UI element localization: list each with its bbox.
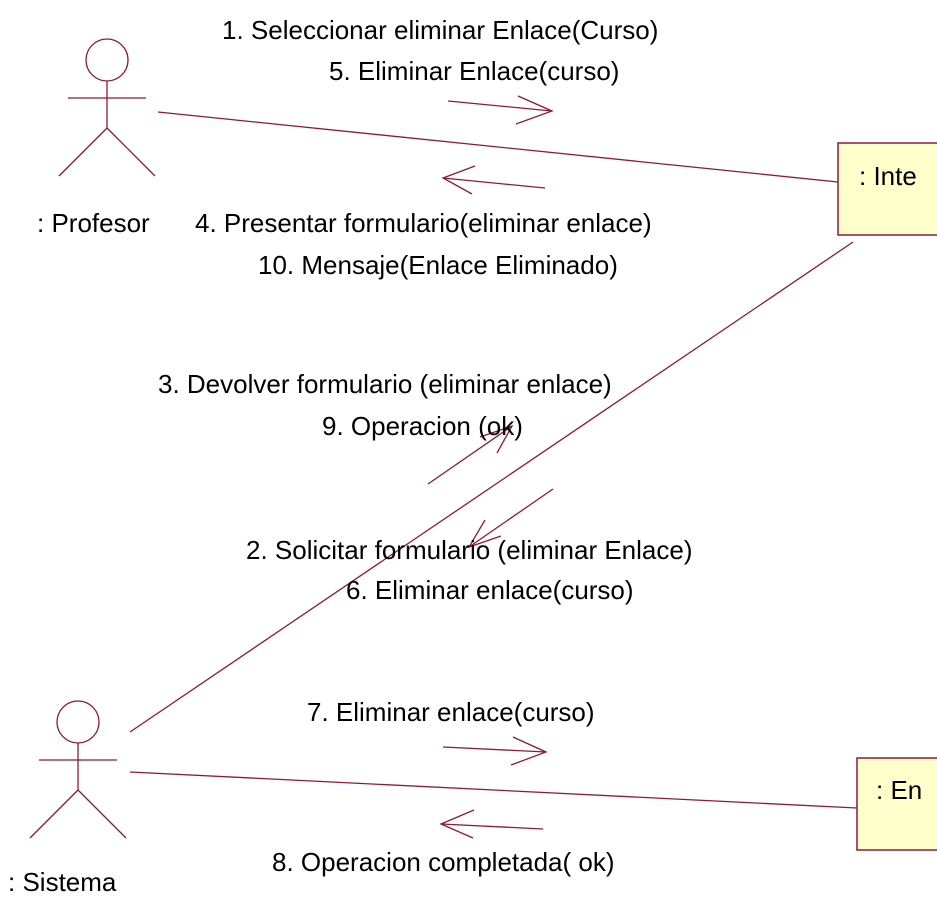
object-enlace-label: : En <box>876 775 922 805</box>
message-2-label: 2. Solicitar formulario (eliminar Enlace… <box>246 535 692 565</box>
actor-profesor[interactable]: : Profesor <box>37 38 156 238</box>
arrow-interfaz-to-sistema <box>467 488 554 549</box>
message-7-label: 7. Eliminar enlace(curso) <box>307 697 595 727</box>
message-8-label: 8. Operacion completada( ok) <box>272 847 615 877</box>
arrow-interfaz-to-profesor <box>441 165 546 195</box>
actor-icon <box>58 38 156 177</box>
message-10-label: 10. Mensaje(Enlace Eliminado) <box>258 250 618 280</box>
link-sistema-enlace <box>129 771 858 809</box>
object-interfaz-label: : Inte <box>859 161 917 191</box>
message-4-label: 4. Presentar formulario(eliminar enlace) <box>195 208 652 238</box>
arrow-profesor-to-interfaz <box>447 95 554 125</box>
arrow-sistema-to-enlace <box>442 736 548 766</box>
object-enlace[interactable]: : En <box>856 757 937 851</box>
message-3-label: 3. Devolver formulario (eliminar enlace) <box>158 369 612 399</box>
actor-sistema-label: : Sistema <box>8 867 117 897</box>
object-interfaz[interactable]: : Inte <box>837 142 937 236</box>
arrow-sistema-to-interfaz <box>427 424 514 485</box>
link-profesor-interfaz <box>157 111 839 183</box>
message-5-label: 5. Eliminar Enlace(curso) <box>329 56 619 86</box>
link-sistema-interfaz <box>129 241 854 733</box>
message-6-label: 6. Eliminar enlace(curso) <box>346 575 634 605</box>
actor-sistema[interactable]: : Sistema <box>8 700 127 897</box>
actor-profesor-label: : Profesor <box>37 208 150 238</box>
message-9-label: 9. Operacion (ok) <box>322 411 523 441</box>
arrow-enlace-to-sistema <box>439 809 544 839</box>
actor-icon <box>29 700 127 839</box>
message-1-label: 1. Seleccionar eliminar Enlace(Curso) <box>222 15 658 45</box>
